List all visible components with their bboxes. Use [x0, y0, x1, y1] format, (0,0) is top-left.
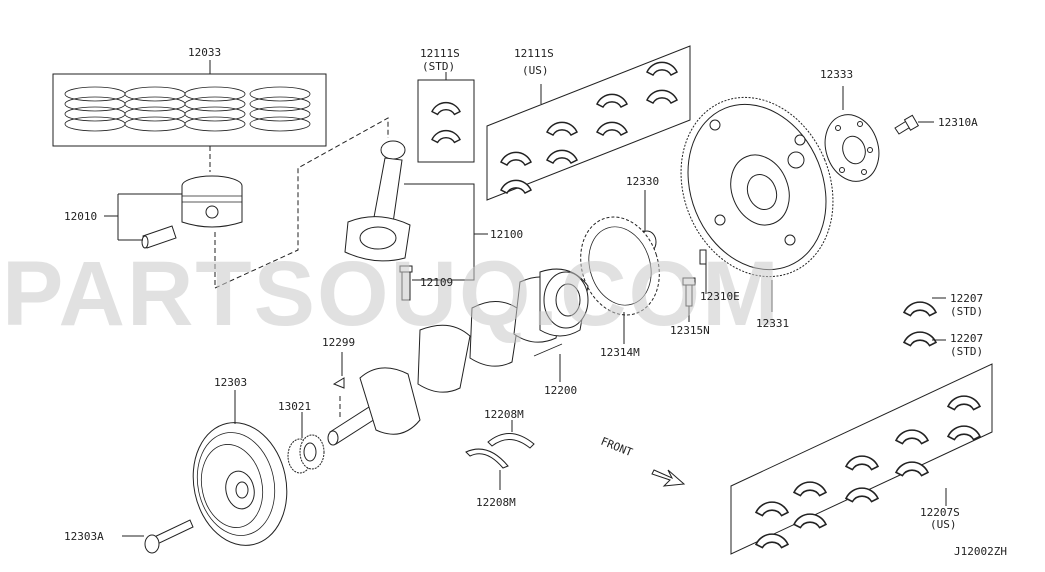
main-bearing-std-2[interactable]: [903, 331, 937, 347]
flywheel-plate[interactable]: [817, 108, 887, 189]
label-key: 12299: [322, 336, 355, 349]
label-flywheel: 12331: [756, 317, 789, 330]
label-pulley: 12303: [214, 376, 247, 389]
label-gear: 12330: [626, 175, 659, 188]
connecting-rod[interactable]: [344, 140, 411, 262]
label-main-bearing-1-code: 12207: [950, 292, 983, 305]
label-main-bearing-2-code: 12207: [950, 332, 983, 345]
label-piston: 12010: [64, 210, 97, 223]
label-bearing-std-code: 12111S: [420, 47, 460, 60]
woodruff-key[interactable]: [332, 377, 345, 389]
piston-pin[interactable]: [141, 225, 177, 249]
pulley-bolt[interactable]: [144, 519, 194, 554]
piston-ring-set-3: [184, 86, 246, 132]
main-bearing-std-1[interactable]: [903, 301, 937, 317]
flywheel[interactable]: [655, 74, 859, 299]
label-piston-rings: 12033: [188, 46, 221, 59]
label-thrust-upper: 12208M: [484, 408, 524, 421]
label-main-bearing-us-code: 12207S: [920, 506, 960, 519]
label-pulley-bolt: 12303A: [64, 530, 104, 543]
label-flywheel-plate: 12333: [820, 68, 853, 81]
label-sprocket: 13021: [278, 400, 311, 413]
label-flywheel-bolt: 12310A: [938, 116, 978, 129]
thrust-washer-upper[interactable]: [487, 433, 535, 449]
label-main-bearing-1-note: (STD): [950, 305, 983, 318]
label-bearing-std-note: (STD): [422, 60, 455, 73]
piston-rings-group[interactable]: [52, 60, 327, 172]
conrod-bearing-std-group[interactable]: [417, 72, 475, 163]
label-signal-plate: 12314M: [600, 346, 640, 359]
thrust-washer-lower[interactable]: [465, 448, 509, 469]
label-dowel: 12310E: [700, 290, 740, 303]
label-bearing-us-code: 12111S: [514, 47, 554, 60]
dowel-pin[interactable]: [699, 249, 707, 265]
label-thrust-lower: 12208M: [476, 496, 516, 509]
label-main-bearing-us-note: (US): [930, 518, 957, 531]
piston[interactable]: [181, 175, 243, 228]
front-direction-arrow: FRONT: [599, 435, 686, 487]
crankshaft[interactable]: [327, 268, 589, 446]
signal-plate[interactable]: [568, 207, 671, 326]
piston-ring-set-1: [64, 86, 126, 132]
label-conrod-bolt: 12109: [420, 276, 453, 289]
diagram-code: J12002ZH: [954, 545, 1007, 558]
label-conrod: 12100: [490, 228, 523, 241]
piston-ring-set-2: [124, 86, 186, 132]
crank-pulley[interactable]: [182, 414, 298, 554]
main-bearing-us-group[interactable]: [730, 363, 993, 555]
conrod-bearing-us-group[interactable]: [486, 45, 691, 201]
conrod-bolt[interactable]: [399, 265, 413, 301]
front-label: FRONT: [599, 435, 635, 460]
piston-ring-set-4: [249, 86, 311, 132]
flywheel-bolt[interactable]: [894, 114, 920, 135]
watermark-text: PARTSOUQ.COM: [2, 243, 781, 345]
label-main-bearing-2-note: (STD): [950, 345, 983, 358]
label-bearing-us-note: (US): [522, 64, 549, 77]
label-sensor-bolt: 12315N: [670, 324, 710, 337]
label-crankshaft: 12200: [544, 384, 577, 397]
crank-sprocket[interactable]: [287, 434, 325, 474]
